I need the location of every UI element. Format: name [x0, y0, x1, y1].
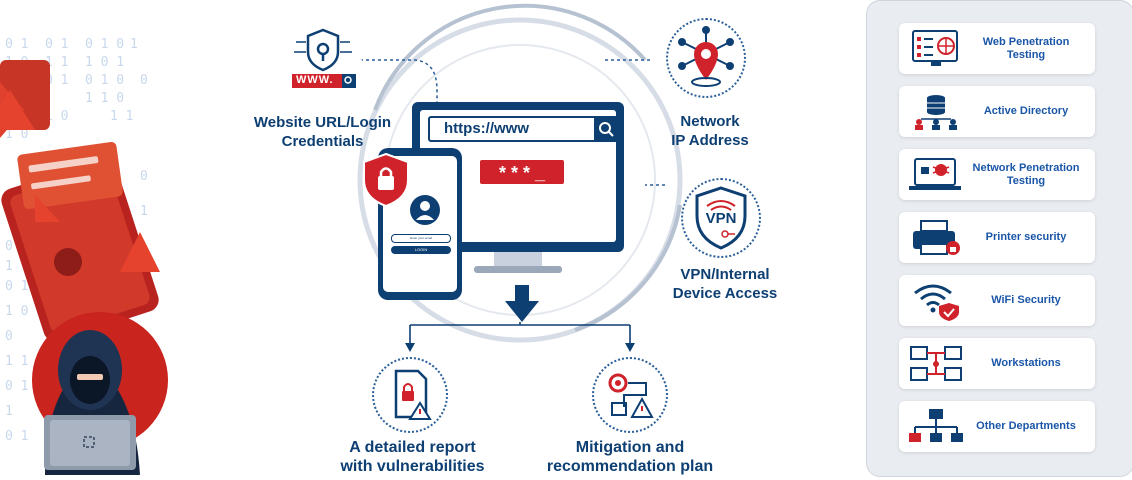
report-warning-icon	[394, 369, 432, 420]
phone-login-label: LOGIN	[414, 247, 428, 252]
svg-text:1: 1	[5, 404, 13, 419]
vpn-badge-text: VPN	[705, 210, 737, 227]
user-avatar-icon	[410, 195, 440, 225]
wifi-shield-icon	[914, 284, 959, 321]
service-label: Workstations	[991, 357, 1061, 369]
printer-lock-icon	[913, 220, 960, 255]
svg-text:0 1: 0 1	[5, 37, 28, 52]
vpn-circle: VPN	[681, 178, 761, 258]
workstations-icon	[910, 346, 962, 381]
svg-text:0 1: 0 1	[45, 37, 68, 52]
report-line1: A detailed report	[349, 439, 476, 456]
service-card-active-directory[interactable]: Active Directory	[899, 86, 1095, 137]
website-credentials-circle: WWW.	[284, 20, 362, 98]
svg-text:0 1: 0 1	[45, 73, 68, 88]
network-ip-line2: IP Address	[671, 132, 749, 149]
vpn-access-line2: Device Access	[672, 285, 778, 302]
mitigation-gear-icon	[608, 373, 654, 418]
monitor-illustration: https://www * * * _	[408, 100, 628, 275]
svg-text:1: 1	[140, 204, 148, 219]
service-label: Web Penetration Testing	[982, 35, 1070, 61]
phone-email-field[interactable]: Enter your email	[391, 234, 451, 243]
web-testing-monitor-icon	[912, 30, 958, 66]
svg-text:1 0: 1 0	[45, 109, 68, 124]
service-label: Active Directory	[983, 105, 1069, 117]
report-label: A detailed report with vulnerabilities	[320, 438, 505, 476]
service-card-workstations[interactable]: Workstations	[899, 338, 1095, 389]
website-credentials-line2: Credentials	[281, 133, 364, 150]
phone-login-button[interactable]: LOGIN	[391, 246, 451, 254]
svg-text:1: 1	[130, 37, 138, 52]
service-card-web-penetration[interactable]: Web Penetration Testing	[899, 23, 1095, 74]
service-label: WiFi Security	[991, 294, 1061, 306]
svg-text:0: 0	[140, 73, 148, 88]
report-line2: with vulnerabilities	[340, 458, 485, 475]
svg-text:0 1 0: 0 1 0	[85, 37, 124, 52]
hacker-illustration: 0 10 10 1 01 1 01 11 0 1 00 10 1 00 1 11…	[0, 0, 175, 475]
service-label: Printer security	[985, 231, 1067, 243]
www-badge-text: WWW.	[296, 74, 334, 86]
service-label: Other Departments	[976, 420, 1076, 432]
network-ip-label: Network IP Address	[650, 112, 770, 150]
password-mask: * * * _	[498, 163, 546, 183]
location-network-icon	[678, 26, 734, 87]
service-card-other-departments[interactable]: Other Departments	[899, 401, 1095, 452]
vpn-access-line1: VPN/Internal	[680, 266, 770, 283]
svg-text:1 1: 1 1	[45, 55, 68, 70]
mitigation-label: Mitigation and recommendation plan	[530, 438, 730, 476]
service-card-printer-security[interactable]: Printer security	[899, 212, 1095, 263]
mitigation-line2: recommendation plan	[546, 458, 714, 475]
network-ip-circle	[666, 18, 746, 98]
mitigation-line1: Mitigation and	[575, 439, 685, 456]
services-panel: Web Penetration Testing Active Directory…	[866, 0, 1132, 477]
mitigation-circle	[592, 357, 668, 433]
vpn-access-label: VPN/Internal Device Access	[655, 265, 795, 303]
shield-lock-icon	[363, 152, 409, 208]
network-ip-line1: Network	[680, 113, 740, 130]
service-label: Network Penetration Testing	[972, 161, 1080, 187]
phone-email-placeholder: Enter your email	[410, 236, 432, 240]
report-circle	[372, 357, 448, 433]
svg-text:0 1: 0 1	[5, 429, 28, 444]
svg-text:0 1 0: 0 1 0	[85, 73, 124, 88]
url-bar[interactable]: https://www	[428, 116, 620, 142]
svg-text:1 0: 1 0	[5, 304, 28, 319]
svg-text:1 1: 1 1	[110, 109, 133, 124]
network-laptop-bug-icon	[909, 158, 961, 190]
hacker-illustration-art: 0 10 10 1 01 1 01 11 0 1 00 10 1 00 1 11…	[0, 37, 168, 475]
web-lock-icon	[292, 28, 356, 88]
website-credentials-line1: Website URL/Login	[253, 114, 392, 131]
database-users-icon	[915, 95, 957, 130]
svg-text:1 0: 1 0	[5, 127, 28, 142]
svg-text:1 1: 1 1	[5, 354, 28, 369]
vpn-shield-icon	[695, 186, 747, 250]
svg-text:0: 0	[140, 169, 148, 184]
service-card-network-penetration[interactable]: Network Penetration Testing	[899, 149, 1095, 200]
org-chart-icon	[909, 409, 963, 442]
search-icon[interactable]	[594, 118, 618, 140]
service-card-wifi-security[interactable]: WiFi Security	[899, 275, 1095, 326]
svg-text:1 1 0: 1 1 0	[85, 91, 124, 106]
svg-text:1: 1	[5, 259, 13, 274]
svg-text:0: 0	[5, 329, 13, 344]
svg-text:0 1: 0 1	[5, 279, 28, 294]
svg-text:0 1: 0 1	[5, 379, 28, 394]
svg-text:1 0 1: 1 0 1	[85, 55, 124, 70]
website-credentials-label: Website URL/Login Credentials	[240, 113, 405, 151]
password-field[interactable]: * * * _	[480, 160, 564, 184]
url-text: https://www	[444, 120, 529, 137]
